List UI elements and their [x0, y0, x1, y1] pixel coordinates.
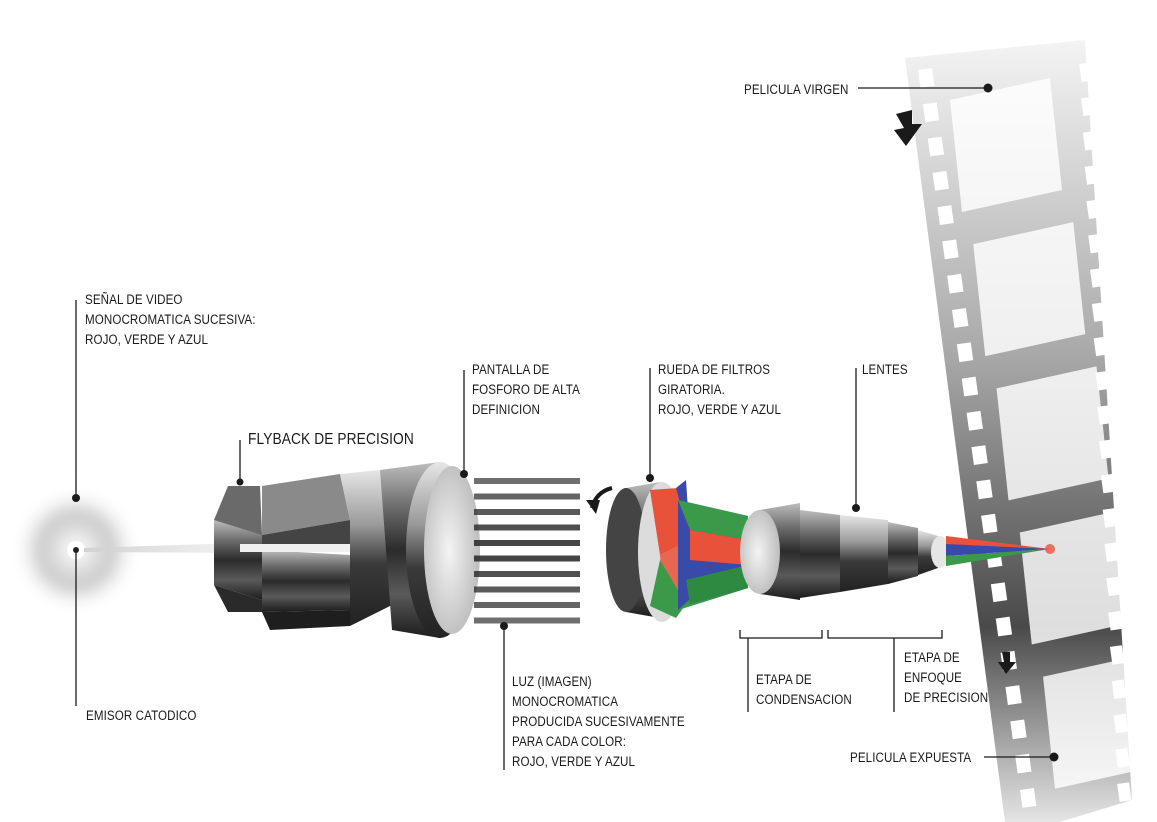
- film-direction-arrow-bottom-icon: [998, 652, 1016, 674]
- label-line: PRODUCIDA SUCESIVAMENTE: [512, 714, 685, 729]
- light-bar: [474, 509, 580, 515]
- film-hole: [927, 136, 945, 157]
- film-hole: [1082, 130, 1098, 151]
- label-line: ETAPA DE: [756, 672, 812, 687]
- film-hole: [952, 308, 969, 328]
- label-etapa-enfoque: ETAPA DE ENFOQUE DE PRECISION: [904, 648, 988, 708]
- leader-lines: [75, 87, 1052, 770]
- film-hole: [1090, 268, 1105, 288]
- label-line: DEFINICION: [472, 402, 540, 417]
- film-hole: [1005, 685, 1022, 705]
- light-bar: [474, 571, 580, 577]
- film-hole: [918, 68, 935, 88]
- light-bar: [474, 617, 580, 624]
- film-hole: [942, 239, 959, 260]
- label-rueda-filtros: RUEDA DE FILTROS GIRATORIA. ROJO, VERDE …: [658, 360, 781, 420]
- film-perforations: [918, 62, 1132, 808]
- film-frame: [996, 366, 1109, 501]
- label-line: MONOCROMATICA SUCESIVA:: [85, 312, 256, 327]
- flyback-assembly: [214, 462, 480, 638]
- label-pelicula-expuesta: PELICULA EXPUESTA: [850, 748, 971, 768]
- film-hole: [1095, 370, 1110, 391]
- projected-rays: [946, 536, 1055, 566]
- light-bar: [474, 493, 580, 500]
- label-line: ENFOQUE: [904, 670, 963, 685]
- film-hole: [1086, 199, 1101, 220]
- label-line: RUEDA DE FILTROS: [658, 362, 771, 377]
- label-pelicula-virgen: PELICULA VIRGEN: [744, 80, 849, 100]
- label-luz-imagen: LUZ (IMAGEN) MONOCROMATICA PRODUCIDA SUC…: [512, 672, 685, 772]
- film-hole: [1084, 165, 1099, 185]
- film-hole: [947, 273, 964, 294]
- film-hole: [937, 205, 954, 225]
- filter-wheel: [606, 480, 748, 622]
- label-line: LENTES: [862, 362, 908, 377]
- film-direction-arrow-top-icon: [894, 110, 922, 146]
- film-frame: [1019, 510, 1132, 645]
- film-hole: [995, 616, 1013, 637]
- film-hole: [976, 479, 993, 500]
- label-line: CONDENSACION: [756, 692, 852, 707]
- label-etapa-condensacion: ETAPA DE CONDENSACION: [756, 670, 852, 710]
- label-line: PARA CADA COLOR:: [512, 734, 627, 749]
- film-hole: [1019, 788, 1037, 808]
- label-line: DE PRECISION: [904, 690, 989, 705]
- film-frame: [950, 78, 1062, 212]
- film-hole: [1015, 753, 1032, 774]
- film-hole: [922, 102, 940, 123]
- leader-dots: [72, 83, 1059, 762]
- label-line: ROJO, VERDE Y AZUL: [512, 754, 636, 769]
- label-line: PELICULA VIRGEN: [744, 82, 849, 97]
- label-pantalla-fosforo: PANTALLA DE FOSFORO DE ALTA DEFINICION: [472, 360, 580, 420]
- film-hole: [1010, 719, 1027, 740]
- label-flyback: FLYBACK DE PRECISION: [248, 430, 414, 450]
- film-hole: [1088, 233, 1103, 254]
- film-hole: [1091, 302, 1107, 322]
- rotation-arrowhead-icon: [586, 500, 600, 514]
- light-bar: [474, 555, 580, 562]
- label-line: ETAPA DE: [904, 650, 960, 665]
- light-bar: [474, 602, 580, 608]
- monochrome-light-rays: [474, 478, 580, 624]
- film-frame: [973, 222, 1086, 357]
- film-hole: [981, 513, 998, 534]
- label-line: ROJO, VERDE Y AZUL: [85, 332, 209, 347]
- light-bar: [474, 540, 580, 546]
- film-hole: [990, 582, 1008, 603]
- label-line: PANTALLA DE: [472, 362, 550, 377]
- light-bar: [474, 586, 580, 593]
- label-emisor-catodico: EMISOR CATODICO: [86, 706, 197, 726]
- label-line: FOSFORO DE ALTA: [472, 382, 580, 397]
- label-line: GIRATORIA.: [658, 382, 725, 397]
- electron-beam: [84, 543, 240, 553]
- film-hole: [966, 410, 983, 431]
- label-line: LUZ (IMAGEN): [512, 674, 592, 689]
- light-bar: [474, 478, 580, 484]
- label-line: PELICULA EXPUESTA: [850, 750, 972, 765]
- label-line: EMISOR CATODICO: [86, 708, 197, 723]
- film-strip: [905, 40, 1156, 822]
- film-hole: [932, 170, 949, 191]
- label-line: FLYBACK DE PRECISION: [248, 431, 414, 448]
- film-hole: [971, 445, 988, 465]
- film-hole: [956, 342, 974, 363]
- label-lentes: LENTES: [862, 360, 908, 380]
- film-hole: [1080, 96, 1096, 117]
- film-hole: [1093, 336, 1109, 357]
- label-line: ROJO, VERDE Y AZUL: [658, 402, 782, 417]
- film-frame: [1043, 654, 1156, 789]
- film-hole: [961, 376, 979, 397]
- film-hole: [1117, 782, 1132, 802]
- label-line: MONOCROMATICA: [512, 694, 619, 709]
- lens-assembly: [740, 503, 949, 600]
- label-line: SEÑAL DE VIDEO: [85, 292, 183, 307]
- film-hole: [1079, 62, 1094, 82]
- film-frames: [950, 78, 1156, 789]
- light-bar: [474, 524, 580, 531]
- label-senal-video: SEÑAL DE VIDEO MONOCROMATICA SUCESIVA: R…: [85, 290, 256, 350]
